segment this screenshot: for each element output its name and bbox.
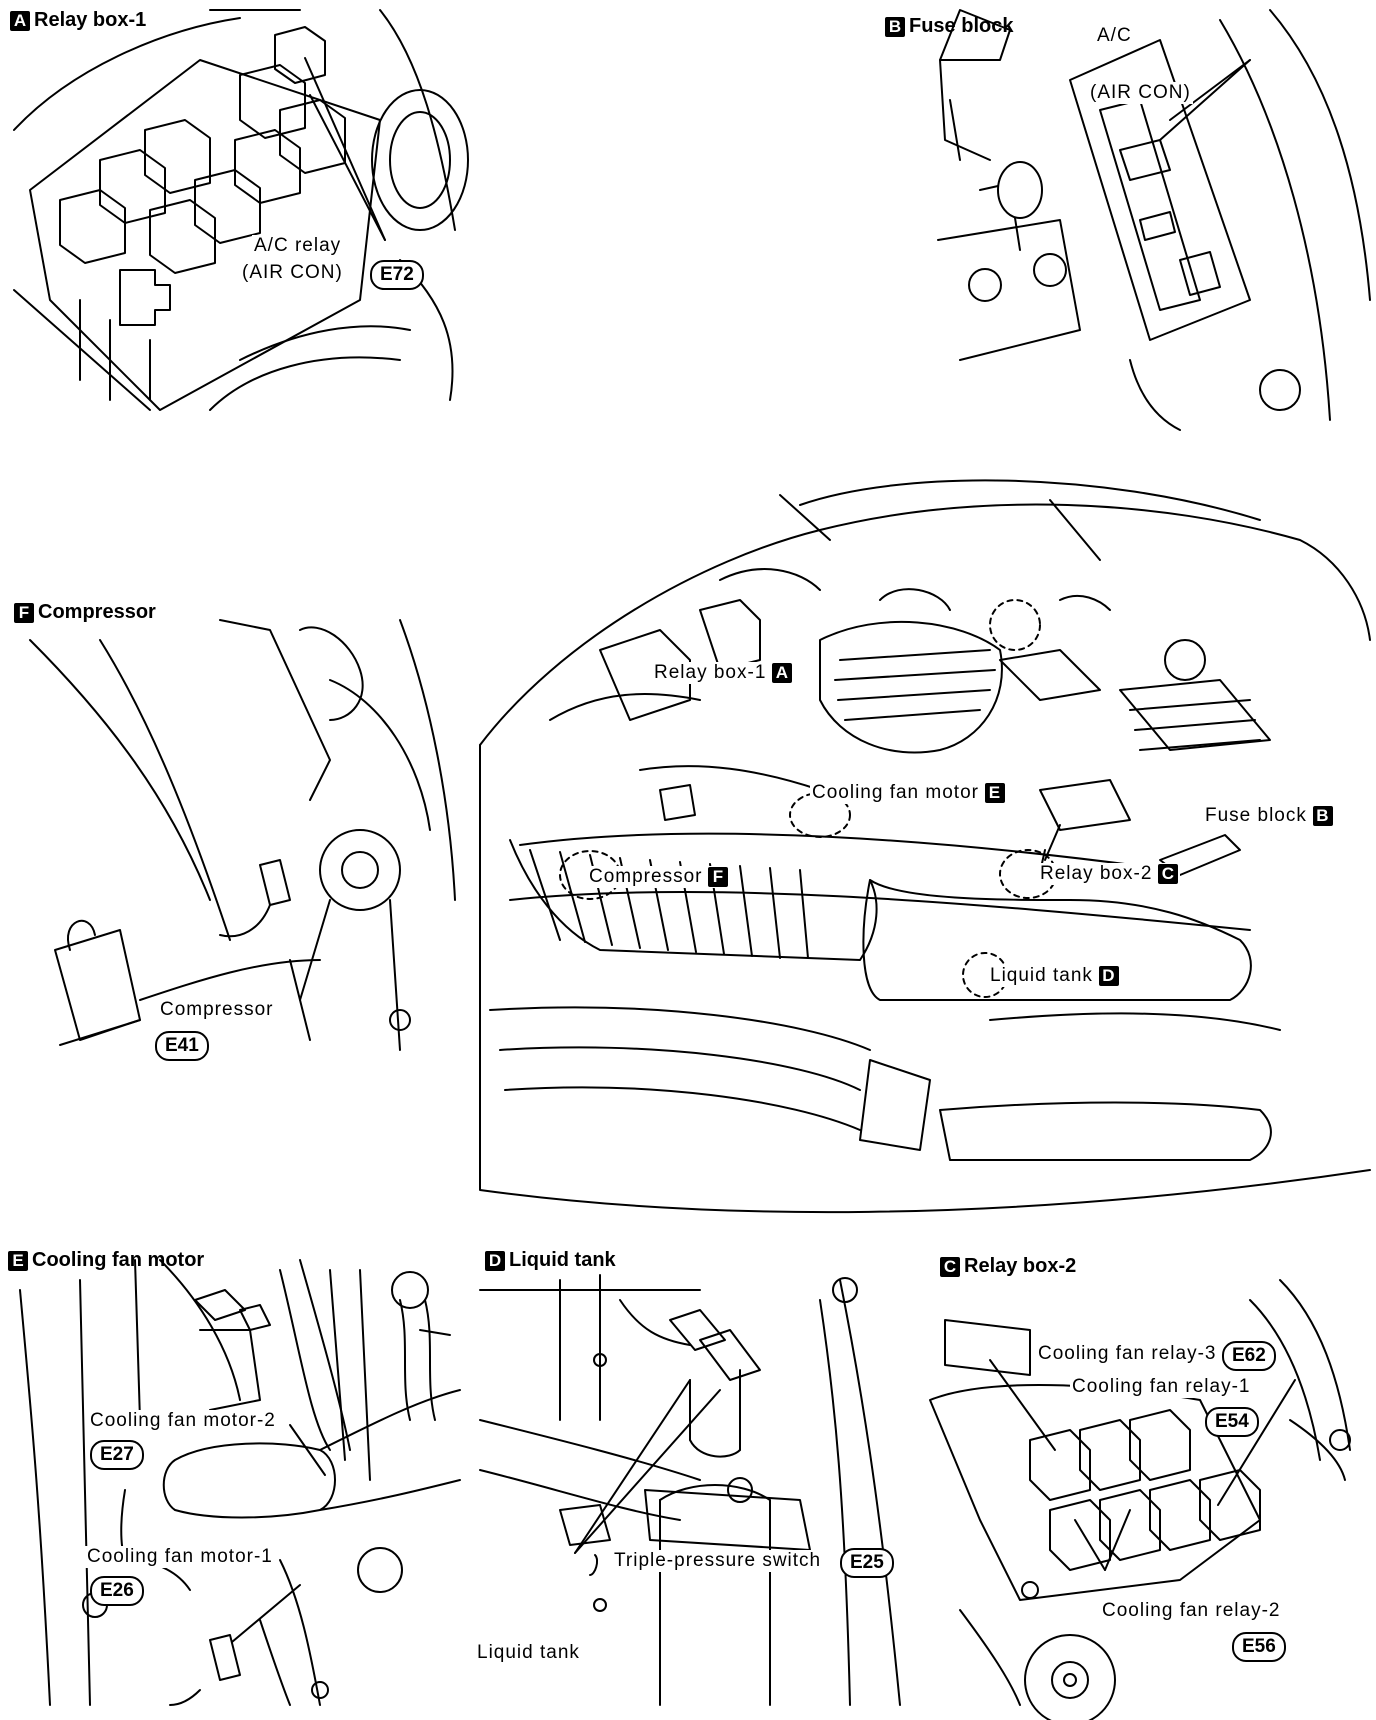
panel-d-key: D: [485, 1250, 505, 1271]
overview-fuse-block-key: B: [1312, 805, 1333, 826]
panel-f-key: F: [14, 602, 34, 623]
ac-relay-label: A/C relay: [252, 235, 344, 257]
panel-f-title-text: Compressor: [38, 601, 156, 623]
panel-e-title-text: Cooling fan motor: [32, 1249, 205, 1271]
overview-relay-box-2-key: C: [1158, 863, 1179, 884]
panel-c-title-text: Relay box-2: [964, 1255, 1077, 1277]
panel-b-drawing: [937, 9, 1371, 431]
panel-c-drawing: [929, 1279, 1351, 1720]
ac-fuse-sublabel: (AIR CON): [1088, 82, 1193, 104]
panel-d-title-text: Liquid tank: [509, 1249, 616, 1271]
overview-compressor-key: F: [708, 866, 729, 887]
connector-e41-badge: E41: [155, 1031, 209, 1061]
triple-pressure-switch-label: Triple-pressure switch: [612, 1550, 824, 1572]
connector-e54-badge: E54: [1205, 1407, 1259, 1437]
panel-c-key: C: [940, 1256, 960, 1277]
overview-relay-box-1-key: A: [772, 662, 793, 683]
connector-e62-badge: E62: [1222, 1341, 1276, 1371]
liquid-tank-label: Liquid tank: [475, 1642, 582, 1664]
connector-e26-badge: E26: [90, 1576, 144, 1606]
connector-e27-badge: E27: [90, 1440, 144, 1470]
panel-a-title-text: Relay box-1: [34, 9, 147, 31]
panel-a-key: A: [10, 10, 30, 31]
cooling-fan-relay-1-label: Cooling fan relay-1: [1070, 1376, 1253, 1398]
ac-relay-sublabel: (AIR CON): [240, 262, 345, 284]
overview-liquid-tank-key: D: [1098, 965, 1119, 986]
cooling-fan-relay-3-label: Cooling fan relay-3: [1036, 1343, 1219, 1365]
connector-e72-badge: E72: [370, 260, 424, 290]
connector-e25-badge: E25: [840, 1548, 894, 1578]
compressor-label: Compressor: [158, 999, 276, 1021]
panel-e-drawing: [19, 1259, 461, 1706]
panel-f-drawing: [29, 619, 456, 1051]
overview-drawing: [479, 479, 1371, 1214]
connector-e56-badge: E56: [1232, 1632, 1286, 1662]
ac-fuse-label: A/C: [1095, 25, 1134, 47]
panel-e-key: E: [8, 1250, 28, 1271]
cooling-fan-motor-1-label: Cooling fan motor-1: [85, 1546, 275, 1568]
cooling-fan-relay-2-label: Cooling fan relay-2: [1100, 1600, 1283, 1622]
panel-b-title-text: Fuse block: [909, 15, 1014, 37]
panel-a-drawing: [13, 9, 469, 411]
panel-d-drawing: [479, 1274, 901, 1706]
cooling-fan-motor-2-label: Cooling fan motor-2: [88, 1410, 278, 1432]
overview-cooling-fan-motor-key: E: [984, 782, 1005, 803]
panel-b-key: B: [885, 16, 905, 37]
